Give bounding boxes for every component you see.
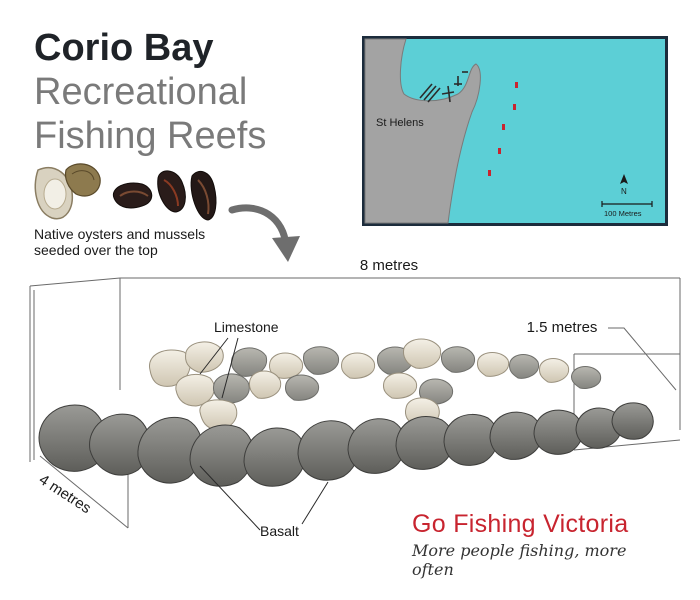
scale-label: 100 Metres	[604, 209, 642, 218]
scale-bar: 100 Metres	[601, 201, 653, 218]
reef-marker	[513, 104, 516, 110]
mussel-shell-icon	[157, 170, 186, 213]
mussel-shell-icon	[190, 170, 217, 221]
reef-marker	[515, 82, 518, 88]
height-leader-line	[608, 327, 677, 391]
basalt-layer	[38, 402, 654, 487]
location-map: St Helens N 100 Metres	[362, 36, 668, 226]
width-dimension-label: 4 metres	[36, 471, 94, 517]
height-dimension-label: 1.5 metres	[527, 319, 598, 336]
shells-illustration	[34, 163, 217, 221]
limestone-leader-line	[199, 337, 239, 399]
north-arrow-icon: N	[620, 174, 628, 196]
basalt-leader-line	[199, 465, 329, 531]
mussel-shell-icon	[112, 182, 153, 209]
reef-diagram: 8 metres 1.5 metres 4 metres	[29, 257, 681, 539]
page-subtitle-line1: Recreational	[34, 71, 248, 113]
reef-marker	[488, 170, 491, 176]
jetty-icon	[419, 71, 468, 103]
map-land	[364, 38, 481, 224]
reef-marker	[498, 148, 501, 154]
north-label: N	[621, 187, 627, 196]
basalt-label: Basalt	[260, 523, 299, 539]
page-title: Corio Bay	[34, 27, 214, 69]
brand-name: Go Fishing Victoria	[412, 510, 629, 538]
map-place-label: St Helens	[376, 117, 424, 129]
shells-caption-line2: seeded over the top	[34, 242, 158, 258]
limestone-label: Limestone	[214, 319, 279, 335]
title-block: Corio Bay Recreational Fishing Reefs	[34, 26, 266, 158]
brand-block: Go Fishing Victoria More people fishing,…	[412, 510, 667, 579]
brand-tagline: More people fishing, more often	[412, 541, 627, 579]
oyster-shell-icon	[34, 163, 101, 220]
reef-markers	[488, 82, 518, 176]
shells-caption: Native oysters and mussels seeded over t…	[34, 226, 205, 258]
curved-arrow-icon	[228, 204, 300, 262]
dimension-lines	[29, 277, 681, 529]
length-dimension-label: 8 metres	[360, 257, 418, 274]
limestone-layer	[149, 338, 602, 431]
reef-marker	[502, 124, 505, 130]
page-subtitle-line2: Fishing Reefs	[34, 115, 267, 157]
shells-caption-line1: Native oysters and mussels	[34, 226, 206, 242]
